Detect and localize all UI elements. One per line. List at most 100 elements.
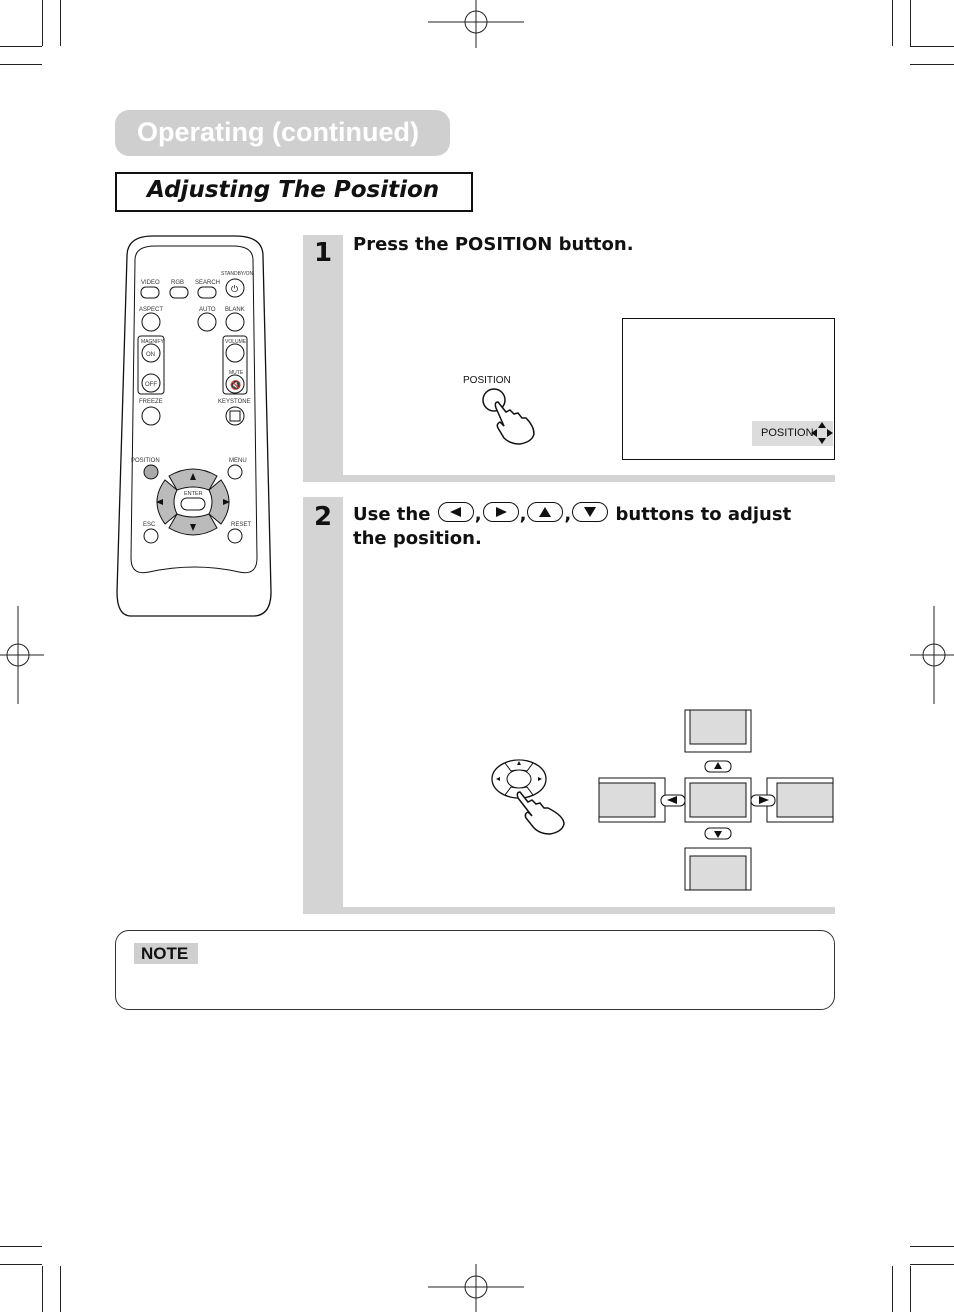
remote-label-standby: STANDBY/ON bbox=[221, 271, 254, 277]
step-2-text-line2: the position. bbox=[353, 528, 482, 549]
remote-label-volume: VOLUME bbox=[225, 339, 247, 345]
note-box bbox=[115, 930, 835, 1010]
remote-magnify-on-button[interactable] bbox=[141, 343, 161, 363]
remote-control-illustration: VIDEO RGB SEARCH STANDBY/ON ⏻ ASPECT AUT… bbox=[116, 235, 272, 617]
step-2-number: 2 bbox=[314, 502, 333, 532]
crop-mark bbox=[910, 0, 911, 46]
step-2-content-area bbox=[343, 497, 835, 907]
crop-mark bbox=[910, 46, 954, 47]
remote-blank-button[interactable] bbox=[225, 312, 245, 332]
page-subtitle: Adjusting The Position bbox=[147, 177, 440, 203]
remote-mute-button[interactable] bbox=[225, 374, 245, 394]
crop-mark bbox=[910, 1266, 911, 1312]
remote-label-position: POSITION bbox=[131, 458, 160, 464]
remote-freeze-button[interactable] bbox=[141, 406, 161, 426]
mute-icon: 🔇 bbox=[230, 379, 241, 390]
remote-magnify-group bbox=[137, 335, 165, 395]
crop-mark bbox=[0, 1264, 42, 1265]
up-arrow-icon bbox=[517, 761, 521, 765]
remote-magnify-off-button[interactable] bbox=[141, 373, 161, 393]
crop-mark bbox=[42, 1266, 43, 1312]
left-button-glyph bbox=[437, 502, 474, 522]
remote-label-auto: AUTO bbox=[199, 307, 216, 313]
step-1-number: 1 bbox=[314, 238, 333, 268]
remote-label-search: SEARCH bbox=[195, 280, 220, 286]
remote-label-mute: MUTE bbox=[229, 370, 244, 376]
registration-mark-top bbox=[428, 0, 524, 48]
pointing-hand-icon bbox=[516, 791, 565, 835]
registration-mark-bottom bbox=[428, 1264, 524, 1312]
remote-keystone-button[interactable] bbox=[225, 406, 245, 426]
note-label: NOTE bbox=[141, 944, 189, 963]
remote-label-esc: ESC bbox=[143, 522, 156, 528]
note-tag: NOTE bbox=[134, 943, 198, 964]
right-arrow-icon bbox=[223, 499, 230, 505]
remote-aspect-button[interactable] bbox=[141, 312, 161, 332]
registration-mark-left bbox=[0, 606, 44, 704]
remote-label-keystone: KEYSTONE bbox=[218, 399, 251, 405]
crop-mark bbox=[910, 1264, 954, 1265]
step-1-screen-label: POSITION bbox=[761, 427, 814, 439]
power-icon: ⏻ bbox=[231, 284, 238, 294]
page-title: Operating (continued) bbox=[137, 117, 419, 147]
remote-standby-button[interactable] bbox=[225, 278, 245, 298]
step-2-instruction: Use the ,,, buttons to adjust the positi… bbox=[353, 502, 823, 551]
remote-right-arrow-button[interactable] bbox=[208, 479, 230, 525]
step-2-text-pre: Use the bbox=[353, 504, 431, 525]
crop-mark bbox=[0, 64, 42, 65]
step-2-text-post: buttons to adjust bbox=[615, 504, 792, 525]
up-arrow-icon bbox=[190, 473, 196, 480]
remote-label-reset: RESET bbox=[231, 522, 251, 528]
four-way-arrows-icon bbox=[811, 422, 833, 444]
remote-label-on: ON bbox=[146, 352, 155, 358]
remote-volume-button[interactable] bbox=[225, 343, 245, 363]
crop-mark bbox=[910, 1246, 954, 1247]
remote-label-video: VIDEO bbox=[141, 280, 160, 286]
crop-mark bbox=[892, 0, 893, 46]
remote-label-enter: ENTER bbox=[184, 491, 203, 497]
up-arrow-icon bbox=[714, 762, 722, 769]
remote-enter-button[interactable] bbox=[180, 497, 206, 511]
remote-label-aspect: ASPECT bbox=[139, 307, 163, 313]
remote-volume-group bbox=[222, 335, 248, 395]
down-arrow-icon bbox=[190, 524, 196, 531]
keystone-icon bbox=[229, 410, 241, 422]
remote-label-blank: BLANK bbox=[225, 307, 245, 313]
remote-label-magnify: MAGNIFY bbox=[141, 339, 164, 345]
remote-esc-button[interactable] bbox=[143, 528, 159, 544]
right-button-glyph bbox=[482, 502, 519, 522]
registration-mark-right bbox=[910, 606, 954, 704]
crop-mark bbox=[892, 1266, 893, 1312]
position-shift-diagram bbox=[598, 709, 834, 891]
remote-left-arrow-button[interactable] bbox=[156, 479, 178, 525]
remote-label-freeze: FREEZE bbox=[139, 399, 163, 405]
remote-auto-button[interactable] bbox=[197, 312, 217, 332]
left-arrow-icon bbox=[667, 796, 677, 804]
right-arrow-icon bbox=[538, 777, 542, 781]
up-button-glyph bbox=[527, 502, 564, 522]
step-2-separator: , bbox=[564, 504, 572, 525]
step-1-instruction: Press the POSITION button. bbox=[353, 234, 634, 255]
down-button-glyph bbox=[572, 502, 609, 522]
step-2-separator: , bbox=[474, 504, 482, 525]
crop-mark bbox=[60, 1266, 61, 1312]
step-1-button-label: POSITION bbox=[463, 375, 511, 386]
step-2-separator: , bbox=[519, 504, 527, 525]
remote-search-button[interactable] bbox=[197, 286, 217, 299]
remote-reset-button[interactable] bbox=[227, 528, 243, 544]
remote-label-rgb: RGB bbox=[171, 280, 184, 286]
remote-menu-button[interactable] bbox=[227, 464, 243, 480]
left-arrow-icon bbox=[496, 777, 500, 781]
crop-mark bbox=[0, 46, 42, 47]
remote-rgb-button[interactable] bbox=[169, 286, 189, 299]
remote-label-off: OFF bbox=[145, 382, 157, 388]
subtitle-box: Adjusting The Position bbox=[115, 172, 473, 212]
remote-video-button[interactable] bbox=[140, 286, 160, 299]
left-arrow-icon bbox=[156, 499, 163, 505]
crop-mark bbox=[910, 64, 954, 65]
step-2-dpad-press-illustration bbox=[491, 759, 565, 835]
crop-mark bbox=[0, 1246, 42, 1247]
crop-mark bbox=[42, 0, 43, 46]
right-arrow-icon bbox=[759, 796, 769, 804]
remote-position-button[interactable] bbox=[143, 464, 159, 480]
